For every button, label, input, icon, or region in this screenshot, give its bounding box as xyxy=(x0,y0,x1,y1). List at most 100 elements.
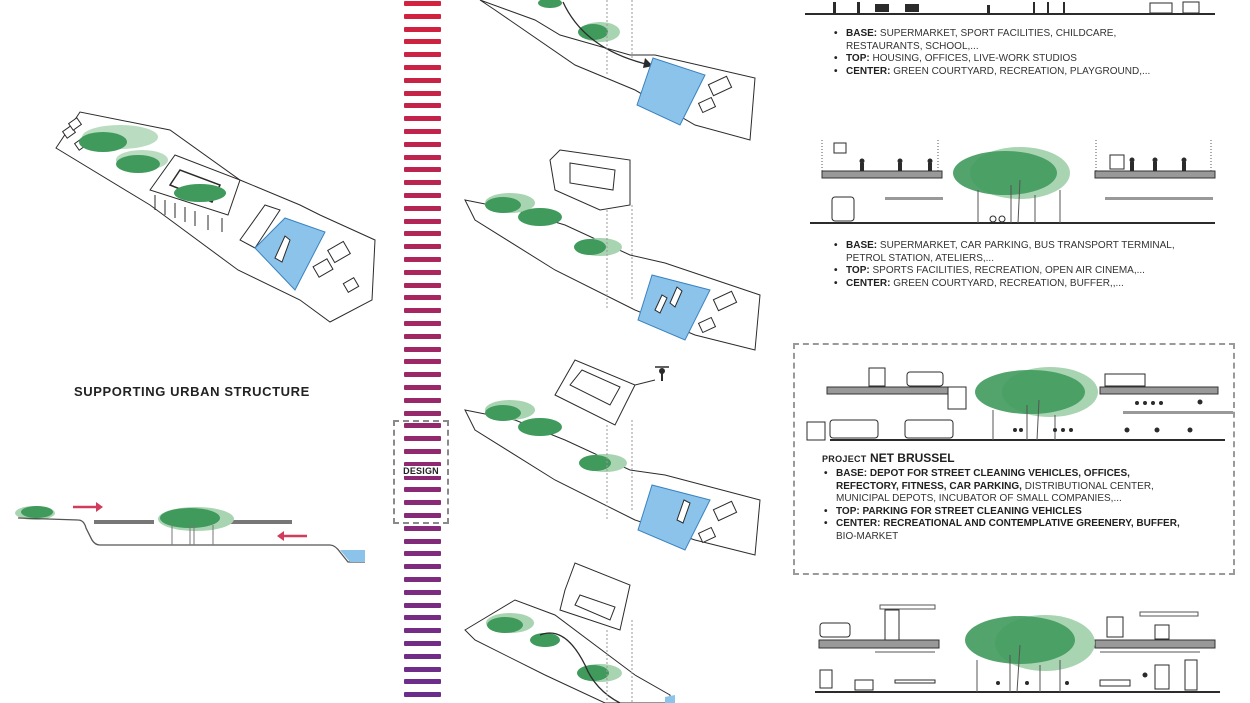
gradient-stripe xyxy=(404,577,441,582)
gradient-stripe xyxy=(404,525,441,531)
section-housing xyxy=(805,1,1215,15)
water-icon xyxy=(636,57,706,126)
program-item: CENTER: RECREATIONAL AND CONTEMPLATIVE G… xyxy=(822,518,1192,543)
boat-icon xyxy=(274,235,291,263)
gradient-stripe xyxy=(404,666,441,672)
urban-block-axonometric xyxy=(55,111,376,323)
section-workshops xyxy=(815,604,1220,693)
platform-left xyxy=(94,520,154,524)
gradient-stripe xyxy=(404,103,441,109)
program-item: TOP: HOUSING, OFFICES, LIVE-WORK STUDIOS xyxy=(832,53,1192,66)
gradient-stripe xyxy=(404,410,441,416)
gradient-stripe xyxy=(404,538,441,544)
gradient-stripe xyxy=(404,116,441,122)
boat-icon xyxy=(676,499,691,524)
gradient-stripe xyxy=(404,628,441,634)
gradient-stripe xyxy=(404,474,441,480)
gradient-stripe xyxy=(404,436,441,442)
gradient-stripe xyxy=(404,346,441,352)
program-list-2: BASE: SUPERMARKET, CAR PARKING, BUS TRAN… xyxy=(832,240,1192,290)
boat-icon xyxy=(669,286,683,308)
design-highlight-box: DESIGN xyxy=(393,420,449,524)
program-item: CENTER: GREEN COURTYARD, RECREATION, BUF… xyxy=(832,278,1192,291)
garbage-truck-icon xyxy=(904,419,954,439)
gradient-stripe xyxy=(404,90,441,96)
gradient-stripe xyxy=(404,551,441,557)
gradient-stripe xyxy=(404,193,441,198)
gradient-stripe xyxy=(404,641,441,646)
gradient-stripe xyxy=(404,65,441,70)
gradient-stripe xyxy=(404,180,441,186)
project-name: NET BRUSSEL xyxy=(869,451,955,465)
garbage-truck-icon xyxy=(906,371,944,387)
gradient-stripe xyxy=(404,589,441,595)
gradient-stripe xyxy=(404,77,441,83)
variant-1-axonometric xyxy=(479,0,756,141)
gradient-stripe xyxy=(404,39,441,45)
van-icon xyxy=(819,622,851,638)
gradient-stripe xyxy=(404,1,441,6)
gradient-stripe xyxy=(404,513,441,518)
program-item: CENTER: GREEN COURTYARD, RECREATION, PLA… xyxy=(832,66,1192,79)
project-title: PROJECT NET BRUSSEL xyxy=(822,451,955,465)
gradient-stripe xyxy=(404,385,441,390)
program-list-1: BASE: SUPERMARKET, SPORT FACILITIES, CHI… xyxy=(832,28,1192,78)
gradient-stripe xyxy=(404,333,441,339)
arrow-right-icon xyxy=(73,502,103,512)
gradient-stripe xyxy=(404,487,441,493)
gradient-stripe xyxy=(404,295,441,301)
gradient-stripe xyxy=(404,141,441,147)
gradient-stripe xyxy=(404,218,441,224)
gradient-stripe xyxy=(404,692,441,698)
variant-2-axonometric xyxy=(464,149,761,351)
garbage-truck-icon xyxy=(829,419,879,439)
gradient-stripe xyxy=(404,167,441,173)
gradient-stripe xyxy=(404,321,441,326)
gradient-stripe xyxy=(404,372,441,378)
boat-icon xyxy=(654,294,668,314)
project-prefix: PROJECT xyxy=(822,454,867,464)
platform-right xyxy=(230,520,292,524)
program-item: TOP: SPORTS FACILITIES, RECREATION, OPEN… xyxy=(832,265,1192,278)
gradient-stripe xyxy=(404,269,441,275)
program-item: TOP: PARKING FOR STREET CLEANING VEHICLE… xyxy=(822,506,1192,519)
water-icon xyxy=(637,484,711,551)
variant-3-axonometric xyxy=(464,359,761,556)
pickup-truck-icon xyxy=(1104,373,1146,387)
program-item: BASE: SUPERMARKET, SPORT FACILITIES, CHI… xyxy=(832,28,1192,53)
gradient-stripe xyxy=(404,359,441,365)
tree-icon xyxy=(79,125,168,173)
program-item: BASE: DEPOT FOR STREET CLEANING VEHICLES… xyxy=(822,468,1192,506)
gradient-stripe xyxy=(404,231,441,237)
gradient-stripe xyxy=(404,52,441,58)
truck-icon xyxy=(868,367,886,387)
gradient-stripe xyxy=(404,205,441,211)
gradient-stripe xyxy=(404,423,441,429)
program-item: BASE: SUPERMARKET, CAR PARKING, BUS TRAN… xyxy=(832,240,1192,265)
gradient-stripe xyxy=(404,282,441,288)
gradient-stripe xyxy=(404,244,441,250)
section-title: SUPPORTING URBAN STRUCTURE xyxy=(74,384,310,399)
gradient-stripe xyxy=(404,461,441,467)
section-sports-transport xyxy=(810,140,1216,224)
project-program-list: BASE: DEPOT FOR STREET CLEANING VEHICLES… xyxy=(822,468,1192,544)
gradient-stripe xyxy=(404,564,441,570)
variant-4-axonometric xyxy=(464,562,675,703)
section-net-brussel xyxy=(806,367,1233,441)
fitness-figure-icon xyxy=(655,366,669,381)
gradient-stripe xyxy=(404,679,441,685)
design-label: DESIGN xyxy=(395,466,447,476)
gradient-stripe xyxy=(404,653,441,659)
project-highlight-box xyxy=(793,343,1235,575)
gradient-stripe xyxy=(404,129,441,134)
water-icon xyxy=(637,274,711,341)
gradient-stripe xyxy=(404,615,441,621)
gradient-stripe xyxy=(404,154,441,160)
bicycle-icon xyxy=(989,215,1006,223)
water-icon xyxy=(254,217,326,291)
gradient-stripe xyxy=(404,602,441,608)
site-section-with-platforms xyxy=(15,502,365,563)
gradient-stripe xyxy=(404,449,441,454)
gradient-stripe xyxy=(404,13,441,19)
gradient-stripe xyxy=(404,397,441,403)
